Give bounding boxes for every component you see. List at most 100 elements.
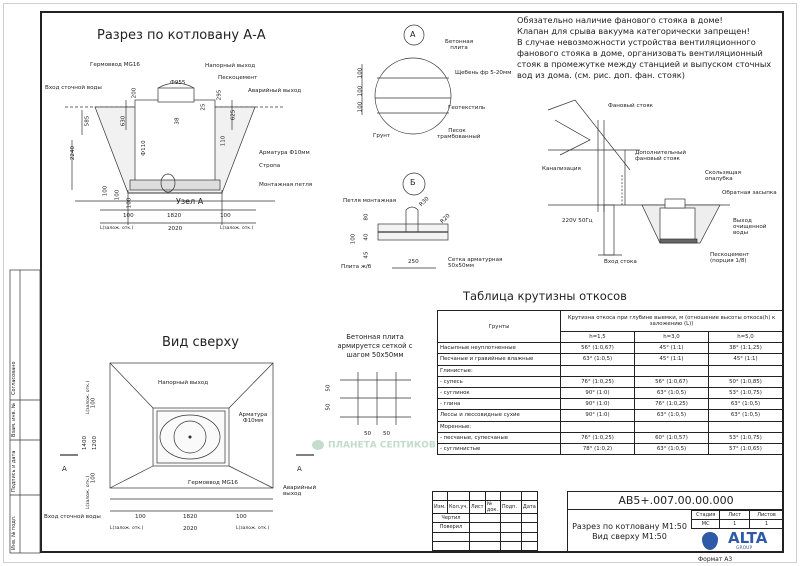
house-diagram bbox=[547, 99, 730, 256]
section-title: Разрез по котловану А-А bbox=[97, 28, 266, 43]
sig-header: Дата bbox=[520, 500, 538, 515]
slope-cell: 63° (1:0,5) bbox=[707, 398, 784, 411]
signature-table: Изм. Кол.уч. Лист № док. Подп. Дата Черт… bbox=[432, 490, 538, 551]
sheets-header: Листов bbox=[749, 509, 784, 521]
sig-header: № док. bbox=[484, 500, 501, 515]
soil-cell: - глина bbox=[437, 398, 561, 411]
dim-100c: 100 bbox=[126, 197, 133, 209]
cut-marker-left: А bbox=[62, 465, 67, 473]
drawing-name-line: Разрез по котловану М1:50 bbox=[572, 522, 687, 531]
sig-header: Изм. bbox=[432, 500, 448, 515]
col-header-group: Крутизна откоса при глубине выемки, м (о… bbox=[560, 310, 783, 332]
slope-cell: 63° (1:0,5) bbox=[560, 353, 635, 366]
slope-cell: 78° (1:0,2) bbox=[560, 442, 635, 456]
side-vzam: Взам. инв. № bbox=[11, 403, 17, 437]
col-header-depth: h=5,0 bbox=[707, 330, 784, 344]
node-a-dim-2: 100 bbox=[357, 85, 364, 97]
brand-name: ALTA bbox=[728, 529, 768, 547]
top-view-title: Вид сверху bbox=[162, 335, 239, 350]
dim-w2020: 2020 bbox=[168, 226, 183, 232]
slope-cell bbox=[707, 364, 784, 377]
globe-icon bbox=[312, 440, 324, 450]
label-stropa: Стропа bbox=[259, 163, 281, 169]
node-b-dim-100: 100 bbox=[350, 233, 357, 245]
dim-2240: 2240 bbox=[70, 145, 77, 161]
side-strip-lines bbox=[9, 269, 41, 554]
notice-line: Клапан для срыва вакуума категорически з… bbox=[517, 26, 750, 36]
top-label-inlet: Вход сточной воды bbox=[44, 514, 101, 520]
slope-table-title: Таблица крутизны откосов bbox=[463, 289, 627, 303]
dim-w100r: 100 bbox=[220, 213, 231, 219]
reinforcement-mesh bbox=[340, 372, 411, 425]
sig-header: Кол.уч. bbox=[447, 500, 470, 515]
slope-cell: 90° (1:0) bbox=[560, 386, 635, 400]
format-label: Формат А3 bbox=[698, 556, 733, 563]
node-a-label-scheben: Щебень фр 5-20мм bbox=[455, 70, 512, 76]
node-b-dim-45: 45 bbox=[363, 251, 370, 259]
soil-cell: Лессы и лессовидные сухие bbox=[437, 409, 561, 422]
drawing-frame bbox=[40, 11, 784, 553]
table-row: Моренные: bbox=[437, 420, 784, 433]
slope-cell: 56° (1:0,67) bbox=[560, 342, 635, 355]
slope-cell: 76° (1:0,25) bbox=[560, 431, 635, 444]
slope-cell bbox=[560, 364, 635, 377]
label-inlet: Вход сточной воды bbox=[45, 85, 102, 91]
sig-checked: Поверил bbox=[432, 522, 470, 533]
top-dim-l-right: L(залож. отк.) bbox=[236, 526, 270, 531]
slope-cell: 45° (1:1) bbox=[707, 353, 784, 366]
mesh-note-line: армируется сеткой с bbox=[337, 342, 413, 350]
node-a-drawing bbox=[361, 24, 452, 135]
stage-value: МС bbox=[690, 519, 721, 530]
node-b-drawing bbox=[377, 172, 449, 269]
mesh-dim-3: 50 bbox=[364, 431, 372, 437]
top-view-drawing bbox=[60, 362, 314, 512]
table-row: Глинистые: bbox=[437, 364, 784, 377]
notice-line: фанового стояка в доме, организовать вен… bbox=[517, 48, 763, 58]
brand-sub: GROUP bbox=[736, 546, 753, 551]
col-header-depth: h=3,0 bbox=[633, 330, 709, 344]
soil-cell: - песчаные, супесчаные bbox=[437, 431, 561, 444]
stage-table: Стадия Лист Листов МС 1 1 bbox=[690, 509, 784, 530]
dim-200: 200 bbox=[131, 87, 138, 99]
dim-l-left: L(залож. отк.) bbox=[100, 226, 134, 231]
slope-cell: 76° (1:0,25) bbox=[633, 398, 709, 411]
node-b-label-petlya: Петля монтажная bbox=[343, 198, 397, 204]
slope-cell: 53° (1:0,75) bbox=[707, 386, 784, 400]
house-label-fanovy: Фановый стояк bbox=[608, 103, 653, 109]
sig-header: Лист bbox=[468, 500, 486, 515]
soil-cell: Насыпные неуплотненные bbox=[437, 342, 561, 355]
notice-line: стояк в промежутке между станцией и выпу… bbox=[517, 59, 772, 69]
dim-630: 630 bbox=[120, 115, 127, 127]
house-label-power: 220V 50Гц bbox=[562, 218, 593, 224]
house-label-dop-fanovy: Дополнительный фановый стояк bbox=[635, 150, 687, 162]
side-inv: Инв. № подл. bbox=[11, 515, 17, 551]
drawing-sheet bbox=[3, 3, 797, 563]
top-dim-1400: 1400 bbox=[82, 435, 89, 451]
slope-cell: 45° (1:1) bbox=[633, 353, 709, 366]
drawing-name-line: Вид сверху М1:50 bbox=[592, 532, 667, 541]
soil-cell: - супесь bbox=[437, 375, 561, 388]
notice-text: Обязательно наличие фанового стояка в до… bbox=[517, 15, 771, 81]
top-label-avariyny: Аварийный выход bbox=[283, 485, 317, 497]
slope-cell bbox=[707, 420, 784, 433]
label-peskocement: Пескоцемент bbox=[218, 75, 258, 81]
node-b-dim-40: 40 bbox=[363, 233, 370, 241]
house-label-opalubka: Скользящая опалубка bbox=[705, 170, 741, 182]
top-dim-w100l: 100 bbox=[135, 514, 146, 520]
mesh-dim-4: 50 bbox=[383, 431, 391, 437]
watermark-text: ПЛАНЕТА СЕПТИКОВ bbox=[328, 440, 436, 451]
top-label-napornyi: Напорный выход bbox=[158, 380, 209, 386]
node-a-dim-1: 100 bbox=[357, 67, 364, 79]
slope-cell: 76° (1:0,25) bbox=[560, 375, 635, 388]
label-uzel-a: Узел А bbox=[176, 197, 204, 206]
node-a-label-geotextil: Геотекстиль bbox=[448, 105, 486, 111]
dim-585: 585 bbox=[84, 115, 91, 127]
label-armatura: Арматура Ф10мм bbox=[259, 150, 310, 156]
